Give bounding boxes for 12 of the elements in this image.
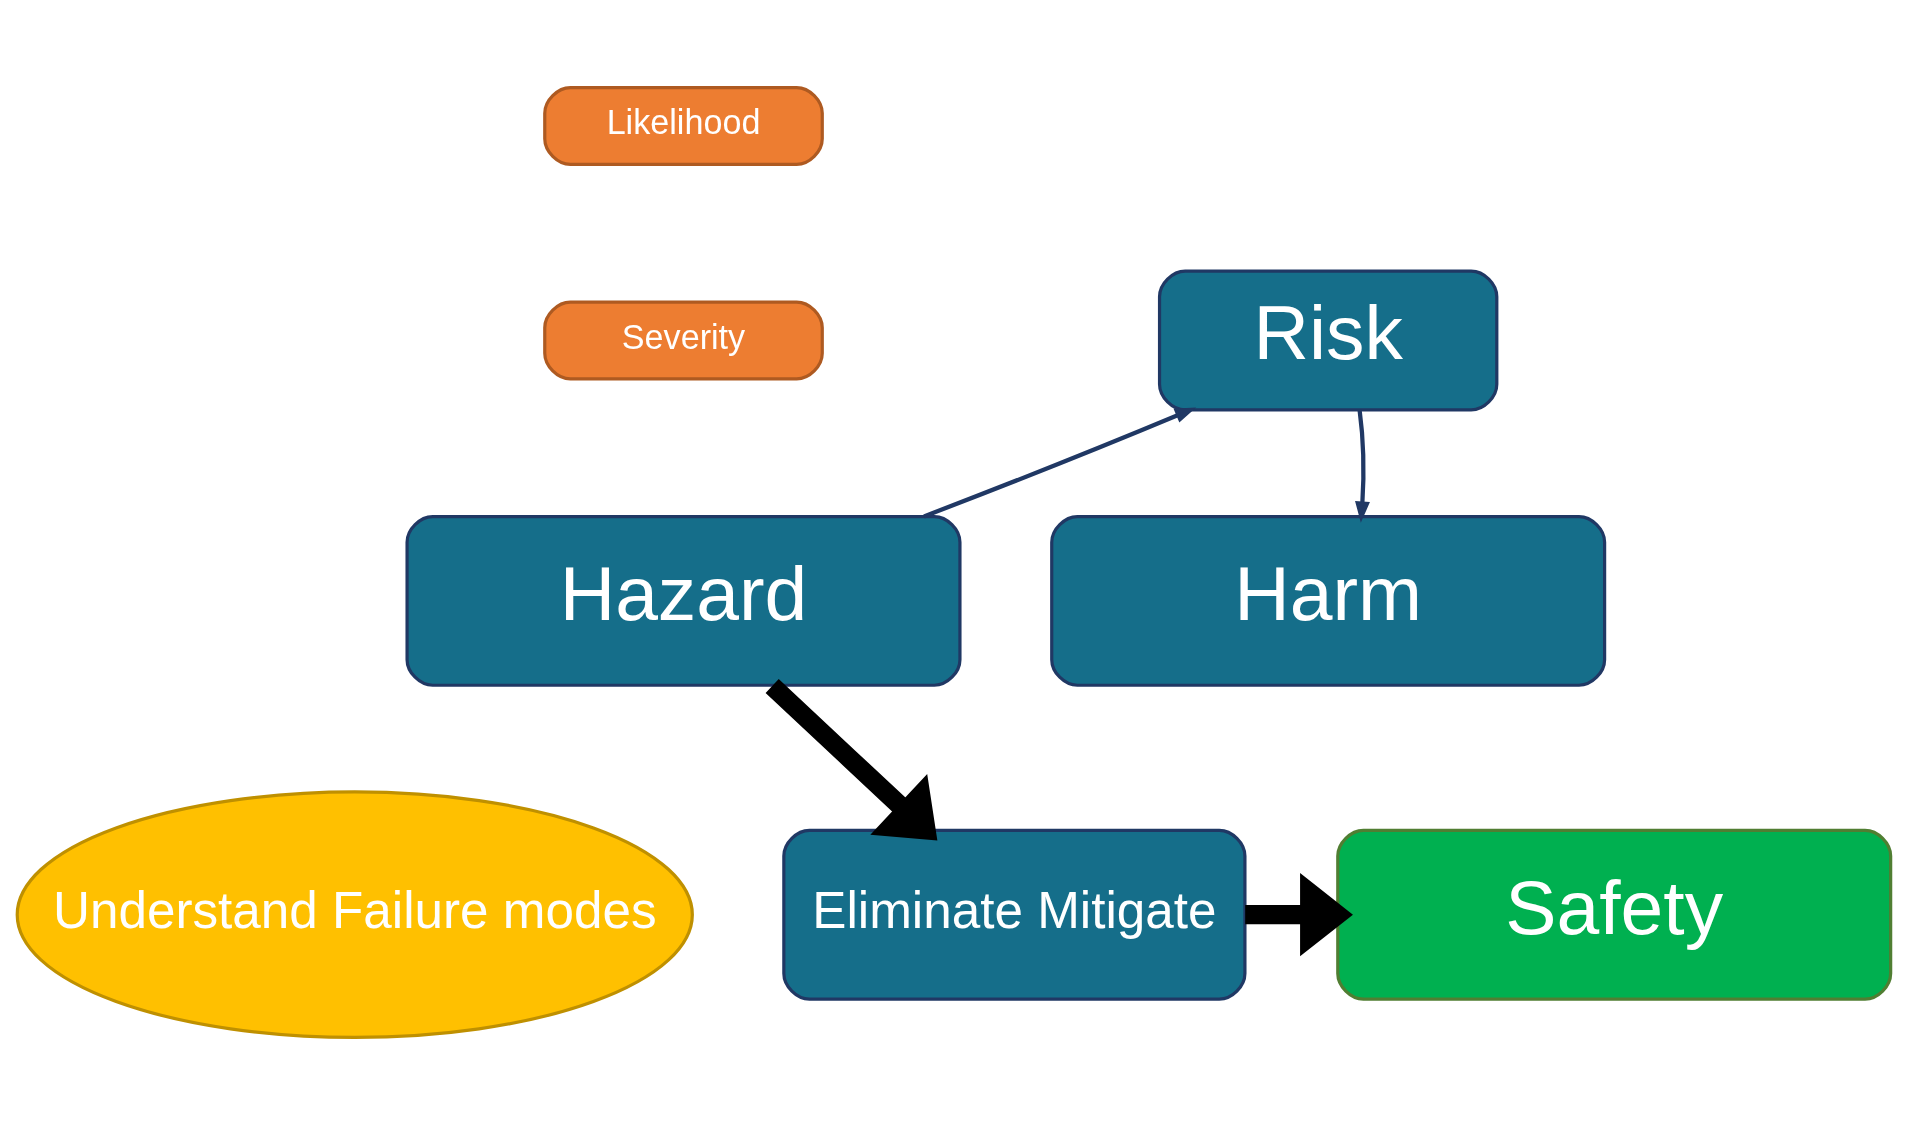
node-box: Risk <box>1157 269 1499 411</box>
arrow <box>765 678 938 841</box>
node-box: Hazard <box>405 514 962 687</box>
arrow <box>1355 409 1370 523</box>
arrow <box>923 406 1197 518</box>
node-box: Eliminate Mitigate <box>782 828 1247 1001</box>
node-box: Safety <box>1336 828 1893 1001</box>
node-box: Likelihood <box>543 85 824 166</box>
node-box: Severity <box>543 299 824 381</box>
node-ellipse: Understand Failure modes <box>15 789 694 1039</box>
arrow <box>1245 872 1353 956</box>
node-box: Harm <box>1050 514 1607 687</box>
